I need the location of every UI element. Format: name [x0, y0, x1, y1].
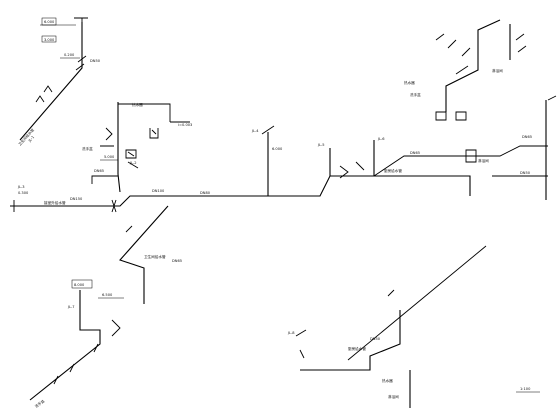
wall-note: 接室外给水管: [44, 200, 66, 205]
fixture-symbol: [100, 127, 114, 147]
elevation-label: 6.000: [44, 20, 55, 24]
fixture-branch: [295, 289, 395, 359]
fixture-symbol: [455, 111, 467, 121]
fixture-branch: [435, 33, 471, 75]
room-label: 卫生间给水管: [144, 254, 166, 259]
main-pipe: [14, 195, 268, 207]
fixture-symbol: [465, 149, 477, 163]
fixture-symbol: [149, 128, 159, 139]
fixture-branch: [35, 85, 53, 103]
room-label: 厨房给水管: [348, 346, 366, 351]
fixture-symbol: [125, 149, 137, 159]
riser-group-upper-middle: 热水器 i=0.003 洗手盆 5.000 DN65 JL-2: [82, 102, 192, 193]
id-leader: [127, 161, 139, 169]
room-label: 热水器: [132, 102, 143, 107]
valve-symbol: [75, 55, 87, 71]
elevation-label: 0.200: [64, 53, 75, 57]
branch-pipe: [118, 103, 171, 122]
elevation-box: [41, 35, 57, 43]
room-label: 淋浴间: [478, 158, 489, 163]
pipe-size-label: DN50: [90, 59, 101, 63]
lower-middle-branch: 厨房给水管 DN50 JL-8 热水器 淋浴间 1:100: [287, 245, 540, 408]
pipe-id-label: JL-5: [317, 143, 325, 147]
elevation-box: [71, 279, 93, 289]
branch-pipe: [470, 145, 548, 157]
pipe-id-label: JL-8: [287, 331, 295, 335]
room-label: 洗手盆: [34, 398, 46, 409]
branch-pipe: [373, 155, 470, 177]
room-label: 热水器: [382, 378, 393, 383]
branch-pipe: [91, 175, 118, 184]
pipe-size-label: DN65: [94, 169, 104, 173]
main-pipe: [268, 175, 471, 197]
room-label: 淋浴间: [492, 68, 503, 73]
wall-entry-symbol: [10, 200, 18, 212]
slope-label: i=0.003: [178, 123, 192, 127]
id-leader: [261, 125, 275, 135]
diagonal-pipe: [119, 205, 169, 304]
fixture-symbol: [435, 111, 447, 121]
pipe-size-label: DN80: [200, 191, 211, 195]
valve-symbol: [515, 33, 527, 53]
riser-pipe: [117, 102, 121, 193]
pipe-size-label: DN50: [520, 171, 531, 175]
riser-group-top-left: 6.000 3.000 0.200 DN50 卫生间给水管 JL-1: [17, 17, 101, 147]
pipe-size-label: DN150: [70, 197, 83, 201]
elevation-label: 8.000: [74, 283, 85, 287]
elevation-label: 0.300: [18, 191, 29, 195]
scale-label: 1:100: [520, 387, 531, 391]
horizontal-pipe: [300, 310, 401, 371]
room-label: 厨房给水管: [384, 168, 402, 173]
valve-symbol: [111, 199, 117, 213]
riser-group-upper-right: 热水器 洗手盆 淋浴间 DN65: [404, 19, 557, 200]
elevation-label: 6.000: [272, 147, 283, 151]
pipe-size-label: DN50: [370, 337, 381, 341]
room-label: 热水器: [404, 80, 415, 85]
pipe-size-label: DN65: [410, 151, 420, 155]
pipe-edge: [547, 95, 557, 101]
elevation-label: 3.000: [44, 38, 55, 42]
pipe-size-label: DN65: [172, 259, 182, 263]
riser-pipe: [445, 19, 501, 112]
pipe-id-label: JL-3: [17, 185, 25, 189]
fixture-branch: [53, 319, 121, 385]
room-label: 洗手盆: [82, 146, 93, 151]
pipe-size-label: DN65: [522, 135, 532, 139]
riser-pipe: [19, 22, 83, 141]
riser-pipe: [29, 290, 101, 401]
diagonal-pipe: [347, 245, 487, 361]
pipe-id-label: JL-2: [129, 161, 137, 165]
riser-cap: [74, 17, 88, 24]
pipe-id-label: JL-1: [27, 135, 35, 143]
lower-left-branch: 卫生间给水管 DN65 8.000 6.500 JL-7 洗手盆: [29, 205, 182, 409]
room-label: 淋浴间: [388, 394, 399, 399]
elevation-label: 6.500: [102, 293, 113, 297]
pipe-size-label: DN100: [152, 189, 165, 193]
main-header-pipe: 接室外给水管 DN150 JL-3 0.300 DN100 DN80 JL-4 …: [10, 125, 548, 213]
pipe-id-label: JL-7: [67, 305, 75, 309]
room-label: 洗手盆: [410, 92, 421, 97]
valve-symbol: [125, 225, 133, 233]
pipe-id-label: JL-6: [377, 137, 385, 141]
fixture-symbol: [339, 161, 365, 179]
elevation-label: 5.000: [104, 155, 115, 159]
pipe-id-label: JL-4: [251, 129, 259, 133]
